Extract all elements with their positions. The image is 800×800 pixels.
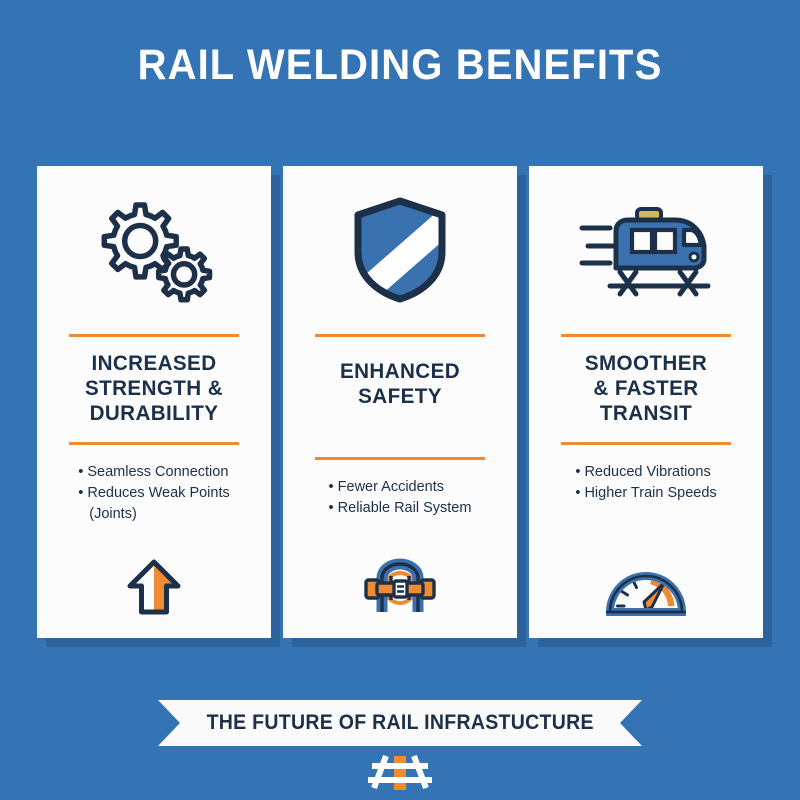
train-icon xyxy=(529,166,763,334)
card-divider-top xyxy=(69,334,239,337)
bullet-item: • Fewer Accidents xyxy=(328,479,445,495)
gears-icon xyxy=(37,166,271,334)
benefit-card-enhanced-safety[interactable]: ENHANCED SAFETY • Fewer Accidents • Reli… xyxy=(283,166,526,647)
bullet-item: • Reduces Weak Points (Joints) xyxy=(78,485,230,522)
speedometer-icon xyxy=(529,552,763,616)
footer-banner: THE FUTURE OF RAIL INFRASTUCTURE xyxy=(158,700,642,746)
shield-icon xyxy=(283,166,517,334)
bullet-item: • Seamless Connection xyxy=(78,464,229,480)
card-divider-top xyxy=(315,334,485,337)
bullet-item: • Reliable Rail System xyxy=(328,500,472,516)
card-divider-top xyxy=(561,334,731,337)
card-bullets: • Fewer Accidents • Reliable Rail System xyxy=(283,460,517,519)
benefit-cards-row: INCREASED STRENGTH & DURABILITY • Seamle… xyxy=(37,166,772,647)
bullet-item: • Higher Train Speeds xyxy=(575,485,717,501)
page-title: RAIL WELDING BENEFITS xyxy=(137,41,663,89)
bullet-item: • Reduced Vibrations xyxy=(575,464,711,480)
card-title: INCREASED STRENGTH & DURABILITY xyxy=(85,351,223,425)
safety-harness-icon xyxy=(283,552,517,616)
card-divider-bottom xyxy=(315,457,485,460)
benefit-card-increased-strength[interactable]: INCREASED STRENGTH & DURABILITY • Seamle… xyxy=(37,166,280,647)
footer-banner-text: THE FUTURE OF RAIL INFRASTUCTURE xyxy=(206,711,594,734)
card-divider-bottom xyxy=(561,442,731,445)
card-title: ENHANCED SAFETY xyxy=(339,359,461,408)
card-divider-bottom xyxy=(69,442,239,445)
up-arrow-icon xyxy=(37,552,271,616)
card-title: SMOOTHER & FASTER TRANSIT xyxy=(584,351,708,425)
card-bullets: • Seamless Connection • Reduces Weak Poi… xyxy=(37,445,271,525)
benefit-card-smoother-transit[interactable]: SMOOTHER & FASTER TRANSIT • Reduced Vibr… xyxy=(529,166,772,647)
railroad-track-icon xyxy=(360,752,440,792)
card-bullets: • Reduced Vibrations • Higher Train Spee… xyxy=(529,445,763,504)
